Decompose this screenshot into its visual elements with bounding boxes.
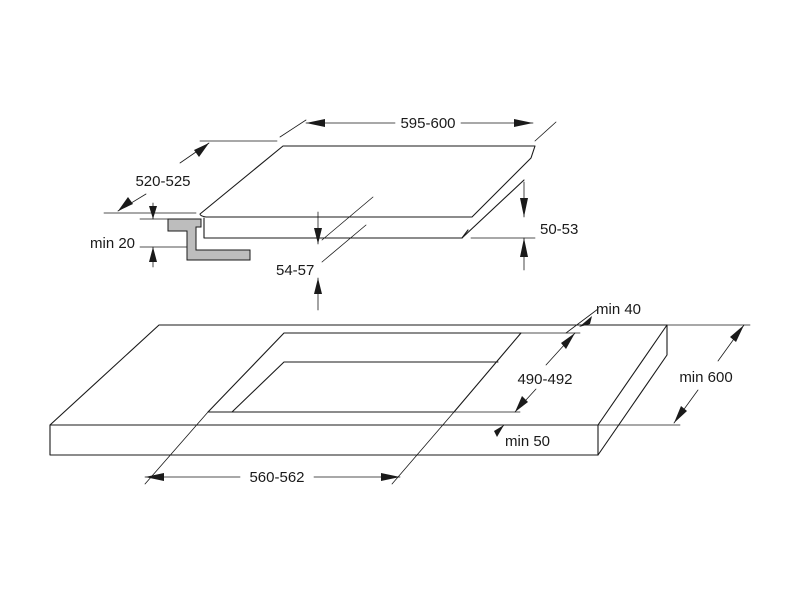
dim-min-surface-thickness: min 20 [90, 202, 188, 268]
label-min-surface-thickness: min 20 [90, 235, 135, 252]
worktop-front-face [49, 424, 599, 456]
dim-cutout-width: 560-562 [144, 411, 455, 486]
dim-hob-depth: 520-525 [103, 140, 278, 214]
label-hob-height: 50-53 [540, 221, 578, 238]
label-hob-depth: 520-525 [135, 173, 190, 190]
dim-min-rear-gap: min 40 [520, 301, 641, 334]
worktop [49, 324, 668, 456]
worktop-section-bracket [167, 218, 251, 261]
dim-min-front-gap: min 50 [494, 424, 550, 450]
label-cutout-width: 560-562 [249, 469, 304, 486]
dim-built-in-depth: 54-57 [276, 196, 374, 311]
worktop-side-face [597, 324, 668, 456]
label-built-in-depth: 54-57 [276, 262, 314, 279]
worktop-top-face [49, 324, 668, 426]
label-hob-width: 595-600 [400, 115, 455, 132]
dim-hob-width: 595-600 [279, 115, 557, 142]
hob [199, 145, 536, 239]
dim-hob-height: 50-53 [470, 181, 578, 271]
label-worktop-depth: min 600 [679, 369, 732, 386]
cutout [207, 332, 522, 413]
cutout-inner-wall [231, 361, 499, 413]
dim-cutout-depth: 490-492 [453, 332, 576, 413]
label-min-rear-gap: min 40 [596, 301, 641, 318]
cutout-outline [207, 332, 522, 413]
hob-body [203, 179, 525, 239]
label-min-front-gap: min 50 [505, 433, 550, 450]
hob-glass-top [199, 145, 536, 218]
dim-worktop-depth: min 600 [597, 324, 751, 426]
label-cutout-depth: 490-492 [517, 371, 572, 388]
hob-body-edge [461, 229, 469, 239]
